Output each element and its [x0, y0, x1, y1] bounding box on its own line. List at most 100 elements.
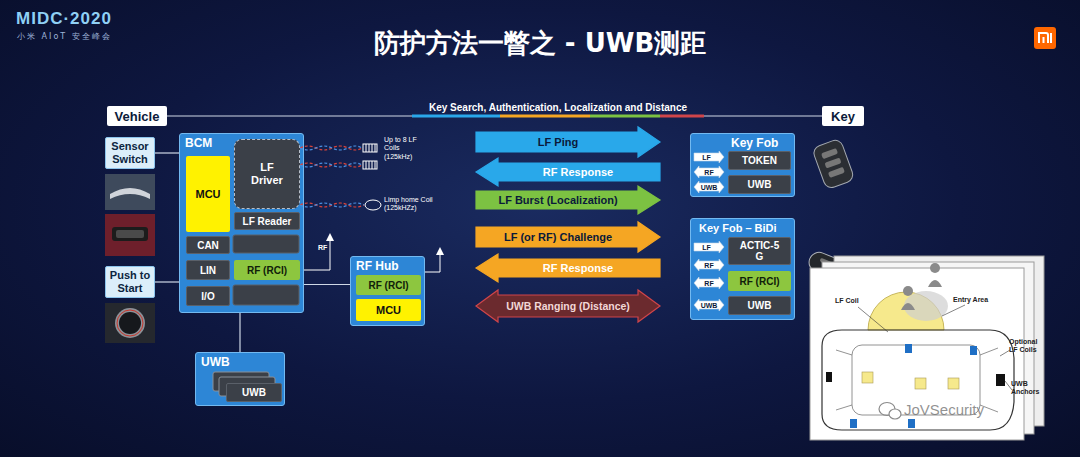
- annotation-label: 小米 AIoT 安全峰会: [17, 31, 112, 42]
- brand-logo-glyph: [1039, 33, 1051, 43]
- arrow-body: [476, 254, 660, 282]
- port-arrow-body: [694, 151, 724, 163]
- port-label: UWB: [701, 302, 718, 309]
- title-tab: Key: [822, 106, 864, 126]
- box-label: Vehicle: [115, 109, 160, 124]
- arrow-text-area: RF: [694, 166, 724, 178]
- edge-label: Key Search, Authentication, Localization…: [429, 102, 687, 113]
- annotation-label: Limp home Coil (125kHZz): [384, 196, 444, 213]
- arrow-body: [476, 222, 660, 252]
- component-box: LF Reader: [234, 212, 300, 230]
- arrow-text-area: LF: [694, 151, 724, 163]
- box-label: LF Reader: [243, 216, 292, 227]
- port-arrow: UWB: [694, 181, 724, 193]
- mcu-box: MCU: [356, 299, 421, 321]
- connector-line: [239, 313, 240, 352]
- arrow-text-area: RF: [694, 259, 724, 271]
- annotation-label: MIDC·2020: [16, 9, 112, 29]
- arrow-text-area: RF Response: [476, 158, 660, 186]
- arrow-label: RF Response: [543, 263, 613, 274]
- key-fob-photo: [806, 249, 862, 287]
- box-label: UWB: [748, 300, 772, 311]
- door-handle-photo: [105, 174, 155, 256]
- annotation-label: JoVSecurity: [904, 401, 984, 418]
- signal-arrow: RF Response: [476, 254, 660, 282]
- coil-wires: [300, 146, 364, 207]
- port-label: LF: [702, 244, 711, 251]
- box-label: MCU: [376, 304, 401, 316]
- port-arrow: RF: [694, 277, 724, 289]
- component-box: TOKEN: [728, 151, 791, 170]
- port-arrow: LF: [694, 241, 724, 253]
- arrow-body: [476, 290, 660, 322]
- box-label: Push to Start: [107, 269, 153, 294]
- port-label: UWB: [701, 184, 718, 191]
- module-panel: RF Hub RF (RCI) MCU: [350, 256, 425, 326]
- port-label: RF: [704, 169, 713, 176]
- box-label: UWB: [748, 179, 772, 190]
- connector-line: [304, 284, 350, 285]
- input-box: Sensor Switch: [105, 137, 155, 169]
- annotation-label: Optional LF Coils: [1009, 338, 1043, 355]
- box-label: Sensor Switch: [107, 140, 153, 165]
- arrow-body: [476, 127, 660, 157]
- arrow-text-area: RF: [694, 277, 724, 289]
- driver-box: LF Driver: [234, 139, 300, 209]
- box-label: RF (RCI): [369, 280, 409, 291]
- component-box: LIN: [186, 260, 230, 280]
- signal-arrow: LF (or RF) Challenge: [476, 222, 660, 252]
- panel-heading: RF Hub: [356, 260, 399, 273]
- panel-heading: Key Fob – BiDi: [699, 222, 777, 234]
- signal-arrow: LF Burst (Localization): [476, 186, 660, 214]
- component-box: UWB: [728, 296, 791, 315]
- arrow-label: LF Ping: [538, 137, 578, 148]
- arrow-text-area: LF (or RF) Challenge: [476, 222, 660, 252]
- panel-heading: Key Fob: [731, 137, 778, 150]
- port-label: LF: [702, 154, 711, 161]
- port-arrow-body: [694, 259, 724, 271]
- annotation-label: Entry Area: [953, 296, 988, 303]
- box-label: LF Driver: [247, 161, 287, 187]
- rf-box: RF (RCI): [356, 275, 421, 295]
- port-arrow-body: [694, 166, 724, 178]
- arrow-label: RF Response: [543, 167, 613, 178]
- box-label: MCU: [195, 188, 220, 200]
- connector-line: [155, 152, 179, 153]
- arrow-label: LF (or RF) Challenge: [504, 232, 612, 243]
- panel-heading: UWB: [201, 356, 230, 369]
- slide-title: 防护方法一瞥之 - UWB测距: [0, 26, 1080, 61]
- box-label: I/O: [201, 291, 214, 302]
- panel-heading: BCM: [185, 137, 212, 150]
- port-arrow-body: [694, 277, 724, 289]
- box-label: CAN: [197, 240, 219, 251]
- module-panel: Key Fob – BiDiLFACTIC-5 GRFRFRF (RCI)UWB…: [690, 218, 795, 320]
- port-label: RF: [704, 262, 713, 269]
- signal-arrow: LF Ping: [476, 127, 660, 157]
- component-box: ACTIC-5 G: [728, 237, 791, 265]
- key-fob-photo: [812, 138, 855, 190]
- title-tab: Vehicle: [107, 106, 167, 126]
- arrow-label: LF Burst (Localization): [498, 195, 617, 206]
- port-arrow-body: [694, 181, 724, 193]
- box-label: TOKEN: [742, 155, 777, 166]
- module-panel: UWB UWB: [195, 352, 285, 406]
- input-box: Push to Start: [105, 266, 155, 298]
- arrow-text-area: UWB: [694, 299, 724, 311]
- connector-line: [155, 281, 179, 282]
- port-arrow: RF: [694, 259, 724, 271]
- arrow-text-area: LF Burst (Localization): [476, 186, 660, 214]
- arrow-text-area: UWB Ranging (Distance): [476, 290, 660, 322]
- annotation-label: LF Coil: [835, 297, 859, 304]
- start-button-photo: [105, 303, 155, 343]
- arrow-text-area: UWB: [694, 181, 724, 193]
- mcu-box: MCU: [186, 156, 230, 232]
- annotation-label: Up to 8 LF Coils (125kHz): [384, 136, 428, 161]
- arrow-text-area: LF Ping: [476, 127, 660, 157]
- port-arrow-body: [694, 299, 724, 311]
- coil-symbol: [363, 144, 381, 210]
- box-label: UWB: [242, 387, 266, 398]
- port-arrow: LF: [694, 151, 724, 163]
- annotation-label: RF: [318, 244, 327, 251]
